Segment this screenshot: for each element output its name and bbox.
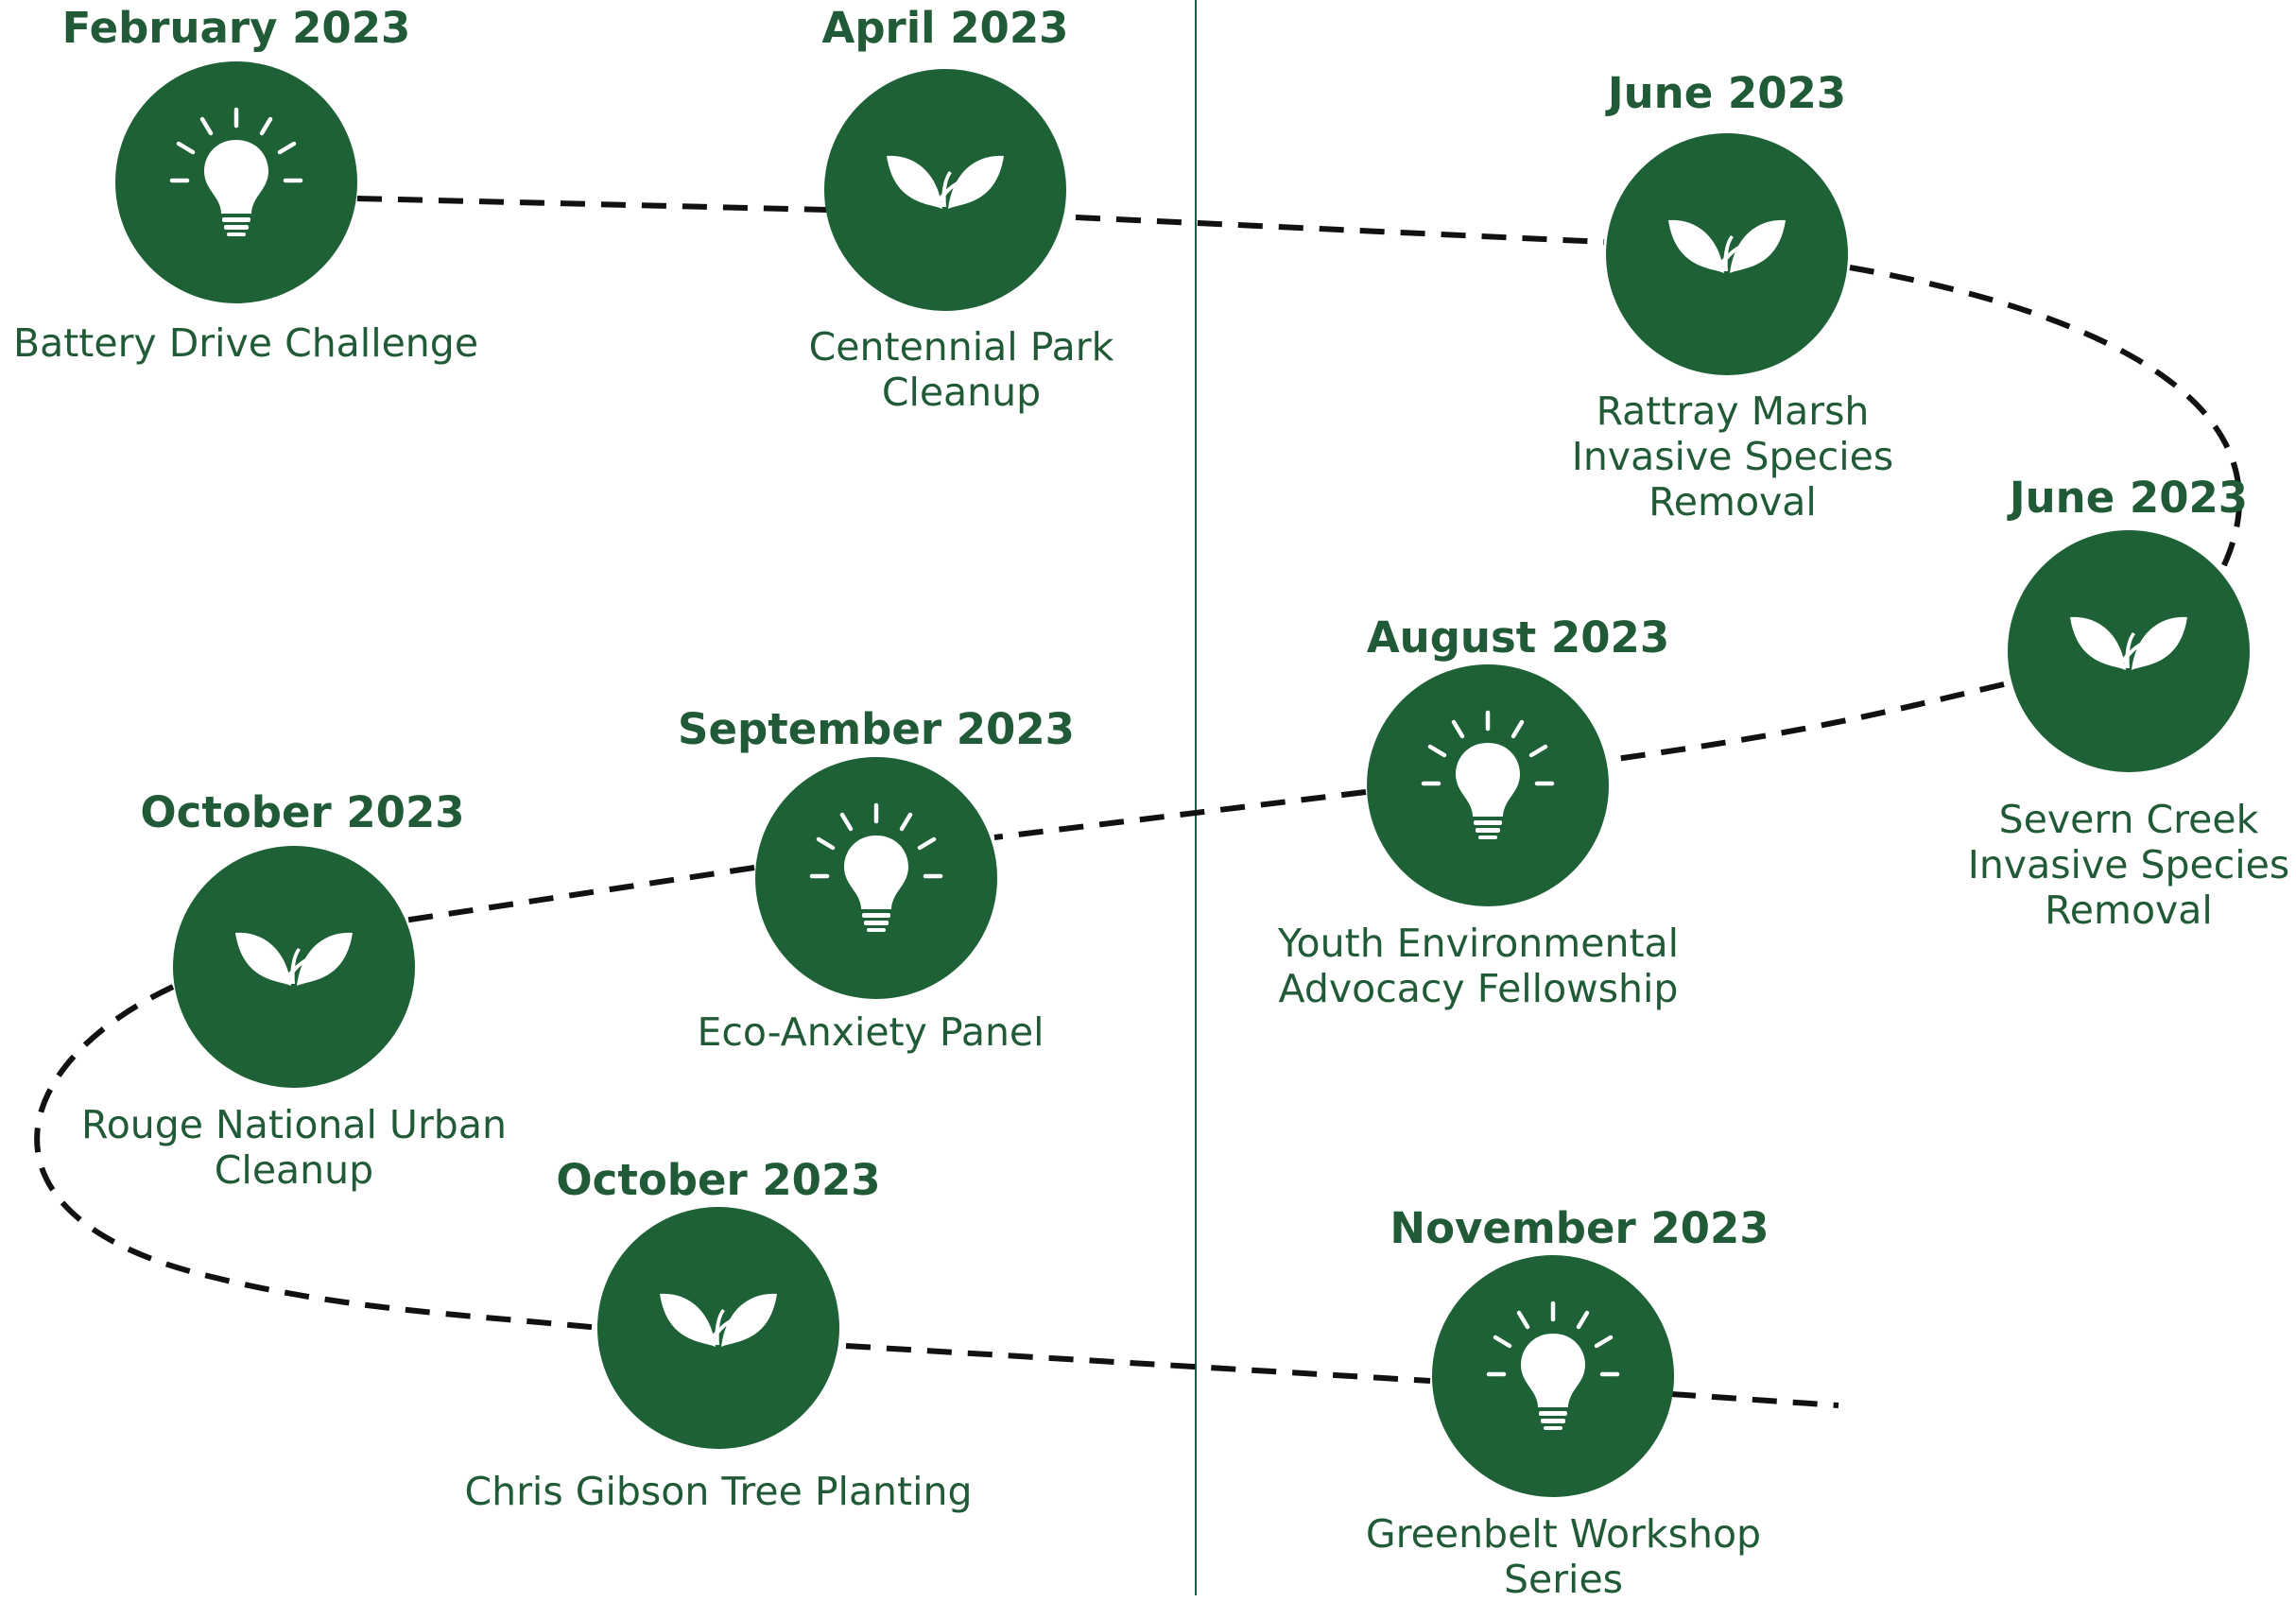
event-title-line: Removal	[1649, 479, 1817, 525]
event-title-line: Removal	[2045, 887, 2213, 933]
event-date: November 2023	[1390, 1203, 1769, 1253]
timeline-node	[755, 757, 997, 999]
timeline-node	[2008, 530, 2250, 772]
event-title-line: Rouge National Urban	[81, 1102, 507, 1147]
event-date: June 2023	[2009, 473, 2249, 523]
event-title-line: Centennial Park	[808, 324, 1114, 370]
event-date: October 2023	[140, 787, 465, 837]
event-date: June 2023	[1607, 68, 1847, 118]
event-title-line: Eco-Anxiety Panel	[697, 1009, 1044, 1055]
event-title-line: Advocacy Fellowship	[1278, 966, 1679, 1011]
event-title-line: Series	[1503, 1557, 1624, 1602]
timeline-node	[115, 61, 357, 303]
timeline-node	[597, 1207, 839, 1449]
event-title: Battery Drive Challenge	[13, 320, 478, 366]
event-date: August 2023	[1366, 612, 1670, 663]
event-title-line: Battery Drive Challenge	[12, 320, 479, 366]
event-date: April 2023	[821, 3, 1069, 53]
event-title-line: Severn Creek	[1998, 797, 2259, 842]
timeline-node	[173, 846, 415, 1088]
event-title-line: Youth Environmental	[1277, 921, 1680, 966]
event-title-line: Chris Gibson Tree Planting	[464, 1469, 973, 1514]
event-date: October 2023	[556, 1155, 881, 1205]
event-title-line: Cleanup	[214, 1147, 374, 1193]
event-title: Chris Gibson Tree Planting	[464, 1469, 972, 1514]
event-title-line: Invasive Species	[1967, 842, 2290, 887]
timeline-path	[34, 196, 2242, 1408]
event-title-line: Rattray Marsh	[1596, 388, 1870, 434]
event-title-line: Greenbelt Workshop	[1365, 1511, 1762, 1557]
event-title-line: Cleanup	[881, 370, 1042, 415]
timeline-node	[1432, 1255, 1674, 1497]
event-date: September 2023	[678, 704, 1075, 754]
event-title: Eco-Anxiety Panel	[697, 1009, 1044, 1055]
timeline-node	[824, 69, 1066, 311]
timeline-node	[1367, 664, 1609, 906]
event-date: February 2023	[61, 3, 411, 53]
timeline-node	[1606, 133, 1848, 375]
event-title-line: Invasive Species	[1571, 434, 1894, 479]
